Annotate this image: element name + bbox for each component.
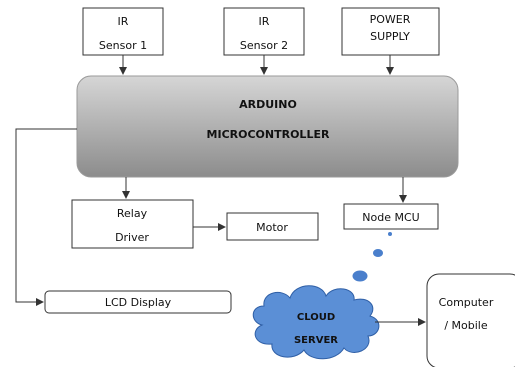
lcd-display-label: LCD Display bbox=[105, 296, 172, 309]
ir-sensor-1-line1: IR bbox=[118, 15, 129, 28]
relay-driver-line2: Driver bbox=[115, 231, 149, 244]
ir-sensor-2-block: IR Sensor 2 bbox=[223, 7, 305, 56]
cloud-server-block: CLOUD SERVER bbox=[252, 285, 380, 360]
ir-sensor-2-line1: IR bbox=[259, 15, 270, 28]
motor-block: Motor bbox=[226, 212, 319, 241]
bubble-dot-2 bbox=[373, 249, 383, 257]
bubble-dot-3 bbox=[352, 270, 368, 282]
power-supply-block: POWER SUPPLY bbox=[341, 7, 440, 56]
arduino-line1: ARDUINO bbox=[239, 98, 297, 111]
computer-mobile-line2: / Mobile bbox=[444, 319, 488, 332]
ir-sensor-1-block: IR Sensor 1 bbox=[82, 7, 164, 56]
node-mcu-block: Node MCU bbox=[343, 203, 439, 230]
ir-sensor-2-line2: Sensor 2 bbox=[240, 39, 288, 52]
relay-driver-line1: Relay bbox=[117, 207, 148, 220]
cloud-icon bbox=[252, 285, 380, 360]
ir-sensor-1-line2: Sensor 1 bbox=[99, 39, 147, 52]
power-supply-line2: SUPPLY bbox=[370, 30, 410, 43]
wireless-bubbles bbox=[352, 232, 392, 282]
motor-label: Motor bbox=[256, 221, 288, 234]
power-supply-line1: POWER bbox=[370, 13, 411, 26]
arduino-block: ARDUINO MICROCONTROLLER bbox=[76, 75, 459, 178]
computer-mobile-block: Computer / Mobile bbox=[426, 273, 515, 367]
arrow-arduino-to-lcd bbox=[15, 128, 77, 306]
relay-driver-block: Relay Driver bbox=[71, 199, 194, 249]
cloud-server-line2: SERVER bbox=[294, 335, 338, 346]
lcd-display-block: LCD Display bbox=[44, 290, 232, 314]
node-mcu-label: Node MCU bbox=[362, 211, 419, 224]
bubble-dot-1 bbox=[388, 232, 392, 236]
arduino-line2: MICROCONTROLLER bbox=[207, 128, 330, 141]
cloud-server-line1: CLOUD bbox=[297, 312, 335, 323]
computer-mobile-line1: Computer bbox=[439, 296, 494, 309]
